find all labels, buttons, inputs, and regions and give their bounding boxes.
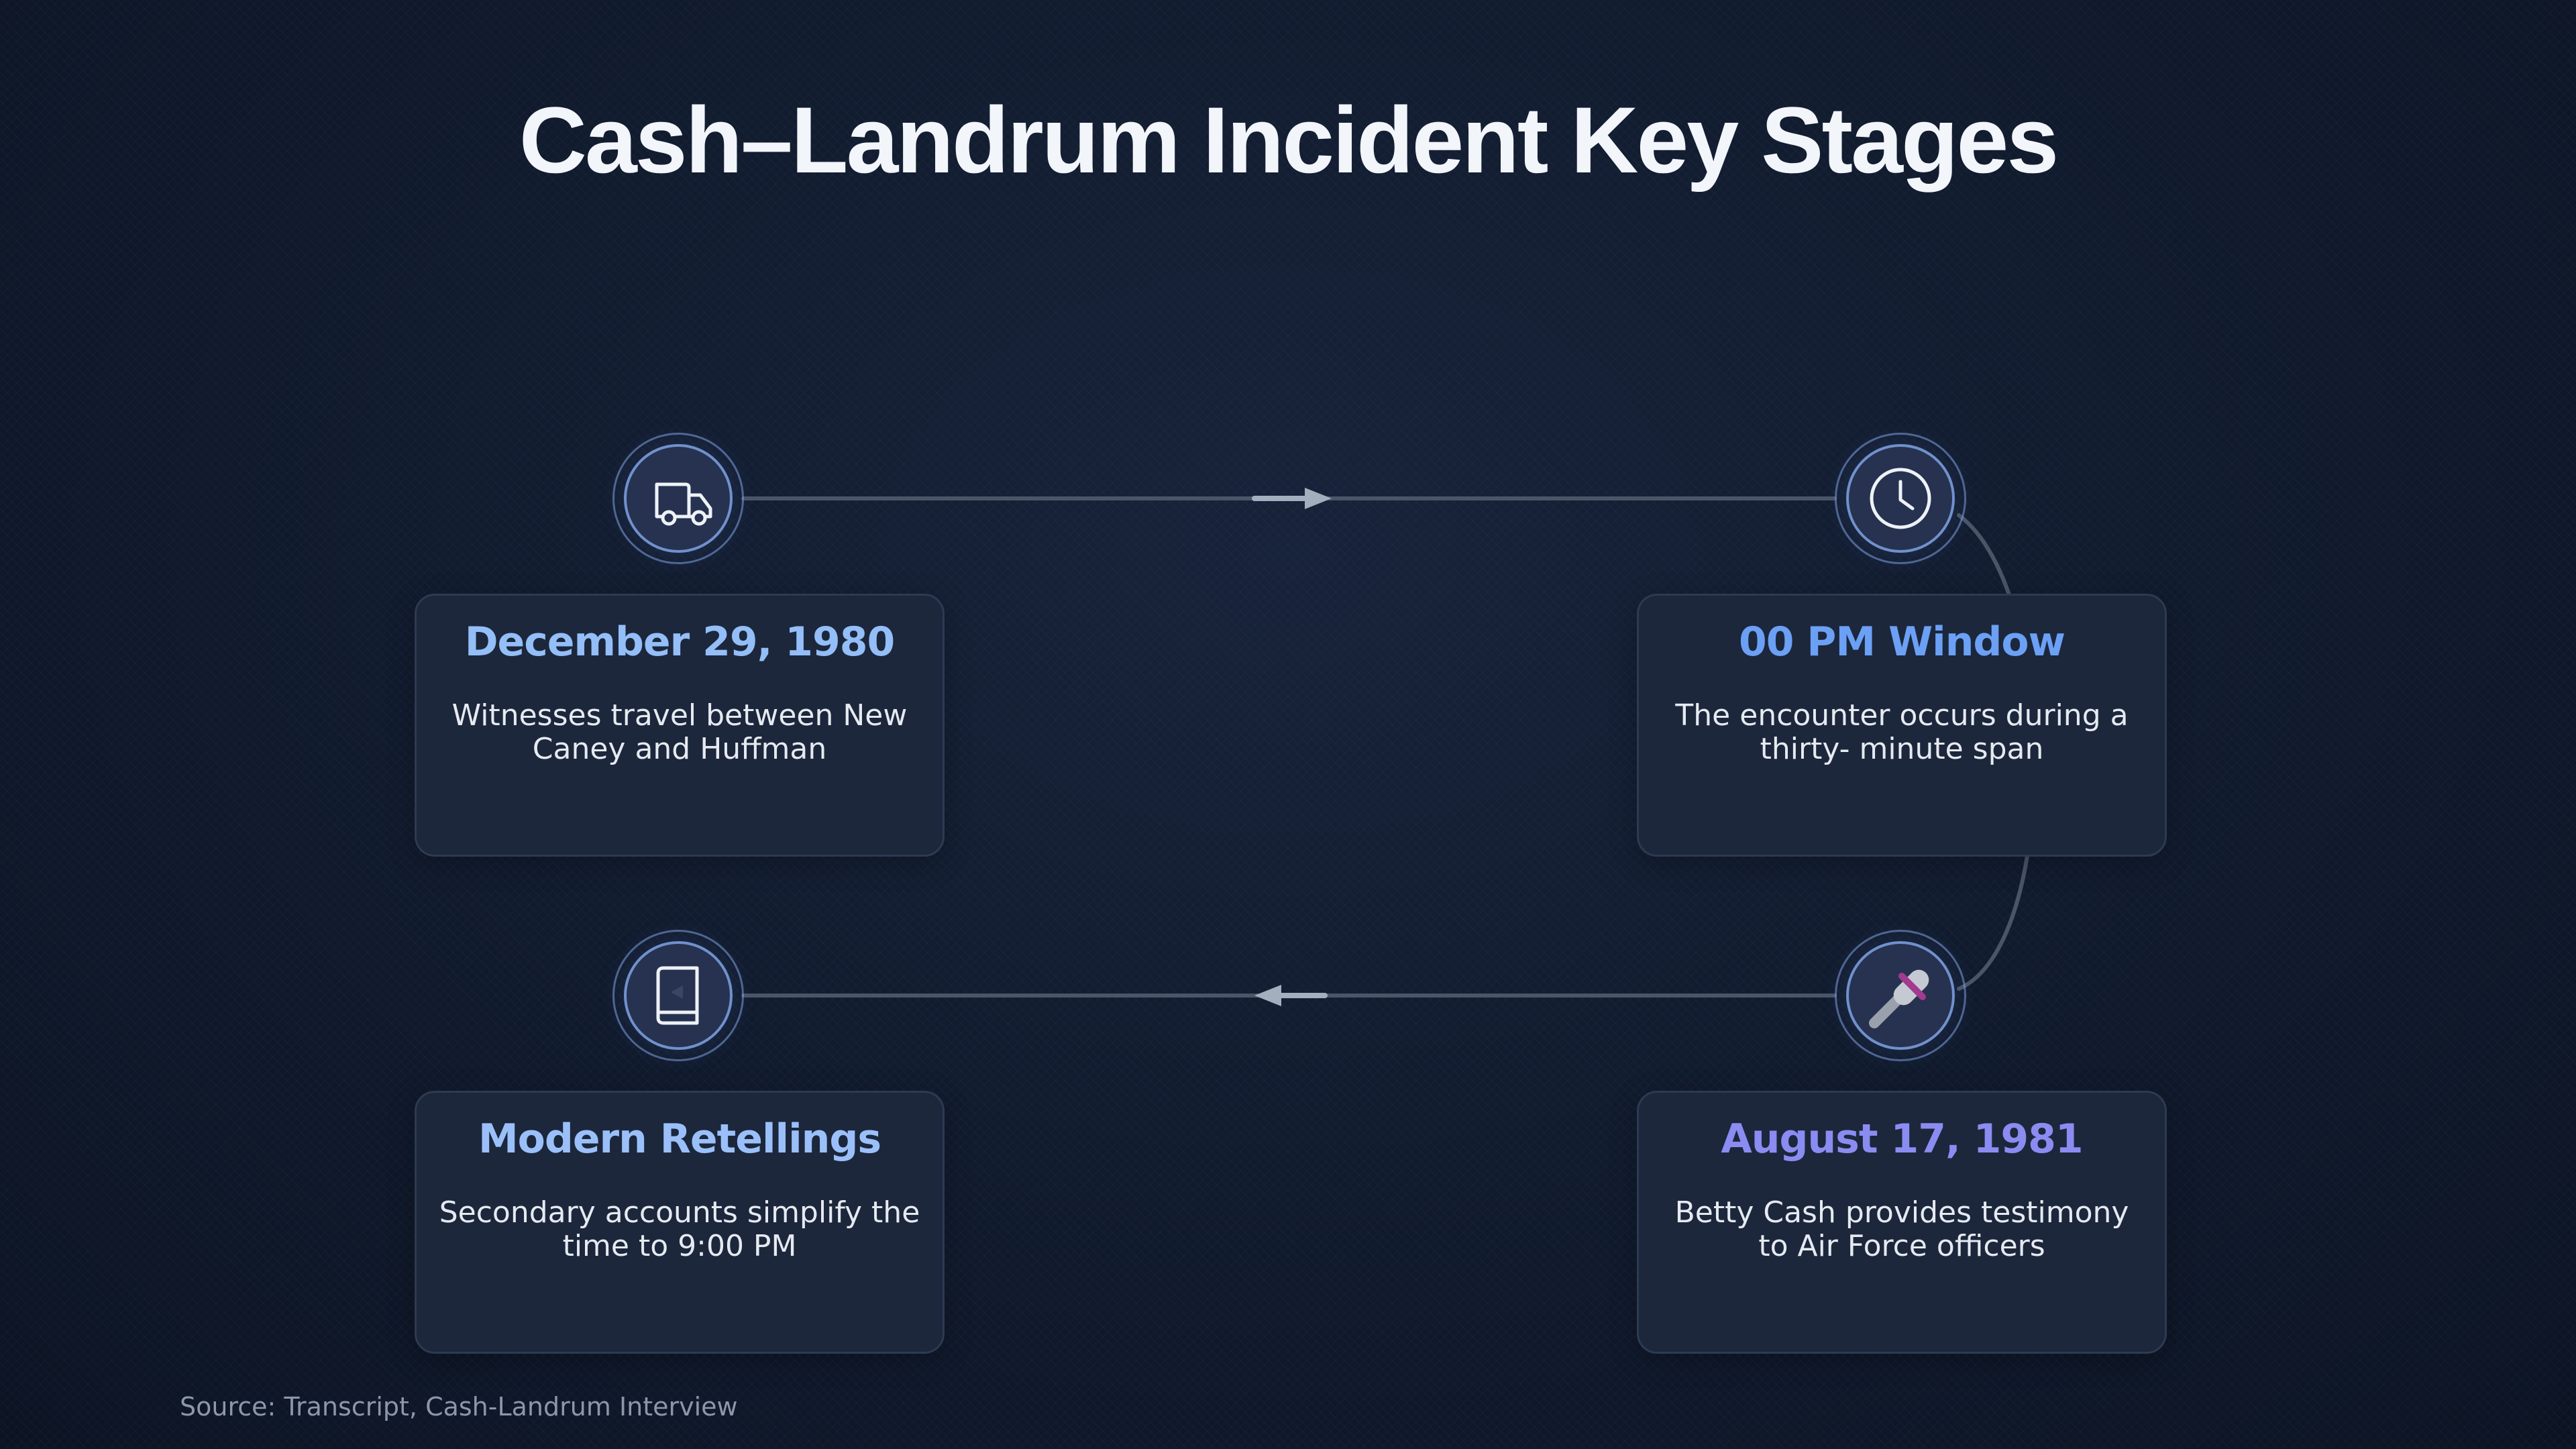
source-note: Source: Transcript, Cash-Landrum Intervi…: [180, 1392, 738, 1421]
arrow-right-icon: [1252, 488, 1332, 509]
stage-node-3: [1835, 930, 1966, 1061]
stage-description: Witnesses travel between New Caney and H…: [451, 698, 908, 766]
stage-title: 00 PM Window: [1738, 619, 2065, 665]
clock-icon: [1870, 468, 1931, 529]
stage-title: Modern Retellings: [478, 1116, 881, 1163]
stage-node-2: [1835, 433, 1966, 564]
stage-card-2: 00 PM Window The encounter occurs during…: [1637, 594, 2167, 857]
stage-card-3: August 17, 1981 Betty Cash provides test…: [1637, 1091, 2167, 1354]
stage-description: The encounter occurs during a thirty- mi…: [1675, 698, 2129, 766]
stage-node-4: [612, 930, 744, 1061]
arrow-left-icon: [1254, 985, 1328, 1006]
book-icon: [656, 966, 699, 1025]
stage-card-1: December 29, 1980 Witnesses travel betwe…: [415, 594, 945, 857]
truck-icon: [655, 482, 712, 526]
microphone-icon: [1869, 969, 1929, 1028]
stage-description: Betty Cash provides testimony to Air For…: [1674, 1195, 2129, 1263]
stage-title: December 29, 1980: [464, 619, 896, 665]
stage-card-4: Modern Retellings Secondary accounts sim…: [415, 1091, 945, 1354]
stage-description: Secondary accounts simplify the time to …: [439, 1195, 920, 1263]
stage-node-1: [612, 433, 744, 564]
page-title: Cash–Landrum Incident Key Stages: [519, 87, 2059, 193]
stage-title: August 17, 1981: [1721, 1116, 2083, 1163]
